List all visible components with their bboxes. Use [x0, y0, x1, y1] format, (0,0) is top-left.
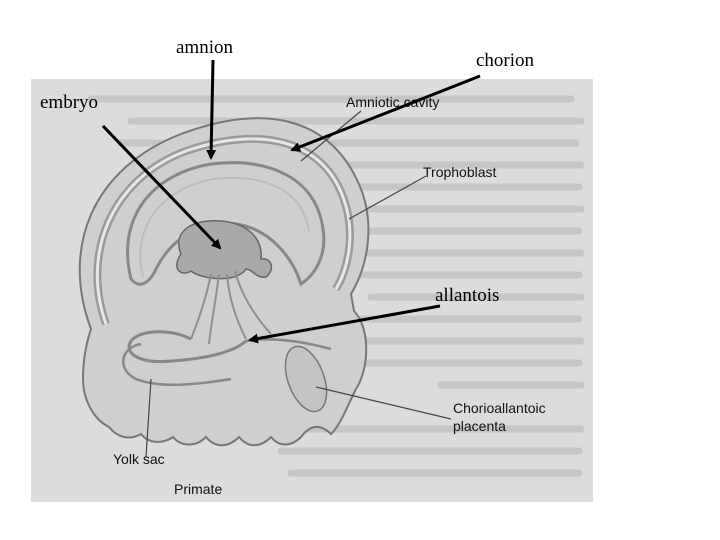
amnion-membrane: [126, 161, 326, 287]
amnion-arrow: [206, 59, 217, 160]
chorion-arrow: [290, 74, 481, 152]
embryo-label: embryo: [40, 92, 99, 113]
embryo-arrow: [101, 124, 222, 250]
allantois-loop: [127, 330, 247, 364]
allantois-label: allantois: [435, 285, 500, 306]
embryo-membrane-diagram: [78, 110, 452, 458]
placenta-region: [284, 345, 328, 413]
amnion-label: amnion: [176, 37, 233, 58]
yolk-sac: [122, 342, 232, 387]
amniotic-cavity-label: Amniotic cavity: [346, 94, 440, 110]
chorioallantoic-label-line2: placenta: [453, 418, 506, 434]
yolk-sac-label: Yolk sac: [113, 451, 165, 467]
trophoblast-label: Trophoblast: [423, 164, 497, 180]
allantois-arrow: [248, 304, 441, 344]
embryo-body: [176, 220, 273, 280]
chorion-label: chorion: [476, 50, 535, 71]
primate-label: Primate: [174, 481, 223, 497]
chorioallantoic-label-line1: Chorioallantoic: [453, 400, 546, 416]
diagram-panel: Amniotic cavity Trophoblast Chorioallant…: [31, 79, 593, 502]
